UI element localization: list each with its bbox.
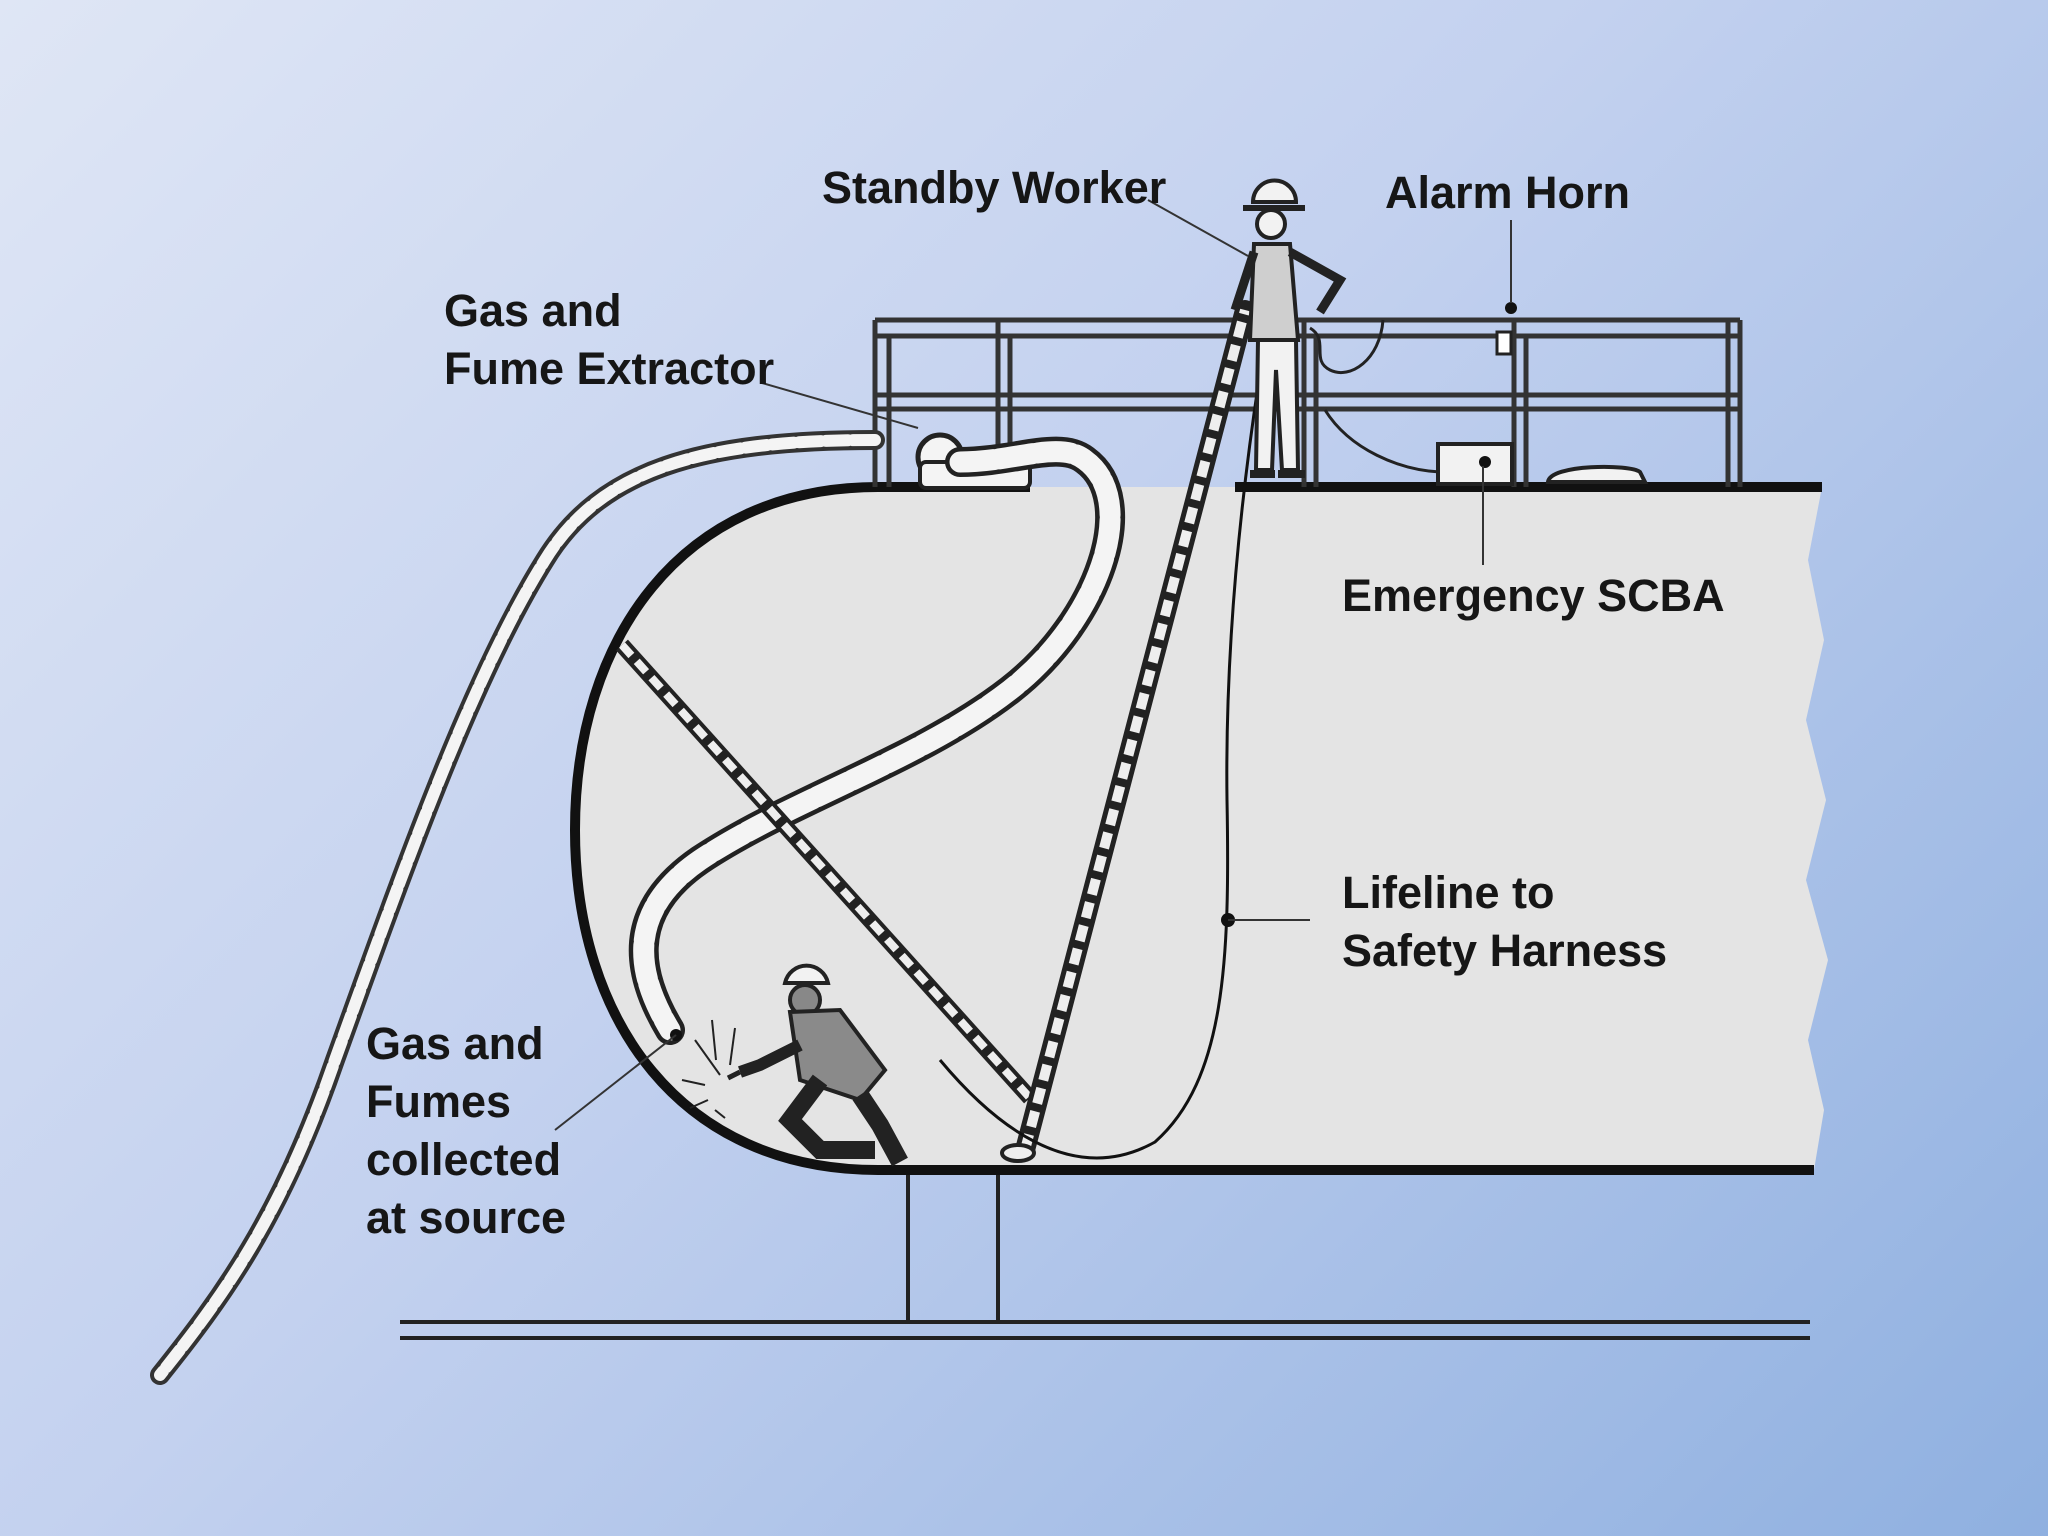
entry-ladder: [1000, 300, 1255, 1163]
welding-sparks: [681, 1019, 736, 1119]
scba-tank: [1545, 464, 1649, 484]
label-fumes-line4: at source: [366, 1192, 566, 1243]
label-fumes-line3: collected: [366, 1134, 561, 1185]
label-standby-worker: Standby Worker: [822, 162, 1166, 213]
label-scba: Emergency SCBA: [1342, 570, 1725, 621]
lifeline-rope: [938, 359, 1264, 1160]
fume-hose-inner: [633, 441, 1121, 1041]
alarm-cord: [1309, 319, 1385, 374]
label-fumes-line1: Gas and: [366, 1018, 544, 1069]
label-lifeline-line2: Safety Harness: [1342, 925, 1667, 976]
label-fumes-line2: Fumes: [366, 1076, 511, 1127]
scba-box: [1436, 442, 1514, 486]
label-extractor-line2: Fume Extractor: [444, 343, 774, 394]
tank-body: [575, 487, 1828, 1170]
ground-support: [400, 1175, 1810, 1340]
welder-figure: [726, 963, 908, 1167]
extractor-duct-inner: [154, 434, 881, 1381]
standby-worker-figure: [1230, 178, 1347, 478]
standby-line: [1323, 409, 1441, 474]
label-extractor-line1: Gas and: [444, 285, 622, 336]
internal-brace-inner: [619, 642, 1033, 1101]
label-alarm-horn: Alarm Horn: [1385, 167, 1630, 218]
alarm-horn: [1495, 302, 1517, 356]
label-lifeline-line1: Lifeline to: [1342, 867, 1555, 918]
leader-lines: [554, 199, 1512, 1131]
tank-shell-outline: [569, 482, 1030, 1175]
